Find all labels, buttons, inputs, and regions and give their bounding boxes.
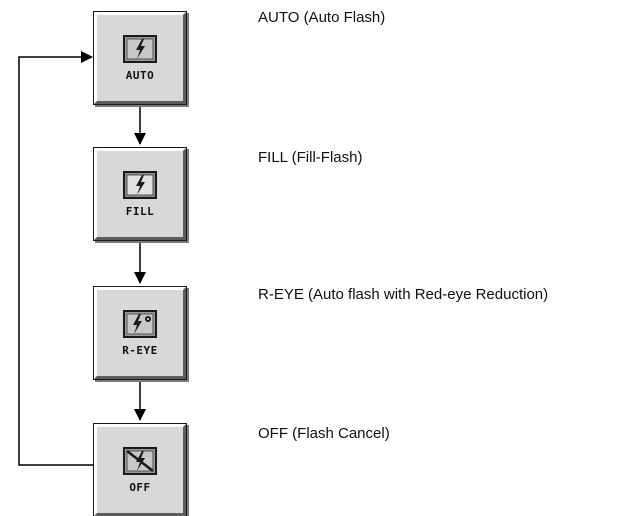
off-button-label: OFF xyxy=(129,480,151,494)
fill-flash-button[interactable]: FILL xyxy=(94,148,186,240)
flash-off-button[interactable]: OFF xyxy=(94,424,186,516)
fill-button-label: FILL xyxy=(125,204,155,218)
flash-off-icon xyxy=(123,446,157,475)
arrow-off-return-to-auto xyxy=(18,51,94,466)
red-eye-button[interactable]: R-EYE xyxy=(94,287,186,379)
auto-mode-description: AUTO (Auto Flash) xyxy=(258,9,386,26)
red-eye-icon xyxy=(123,309,157,338)
off-mode-description: OFF (Flash Cancel) xyxy=(258,425,390,442)
red-eye-button-label: R-EYE xyxy=(122,343,158,357)
auto-button-label: AUTO xyxy=(125,68,155,82)
auto-flash-button[interactable]: AUTO xyxy=(94,12,186,104)
red-eye-mode-description: R-EYE (Auto flash with Red-eye Reduction… xyxy=(258,286,549,303)
fill-flash-icon xyxy=(123,170,157,199)
fill-mode-description: FILL (Fill-Flash) xyxy=(258,149,363,166)
auto-flash-icon xyxy=(123,34,157,63)
